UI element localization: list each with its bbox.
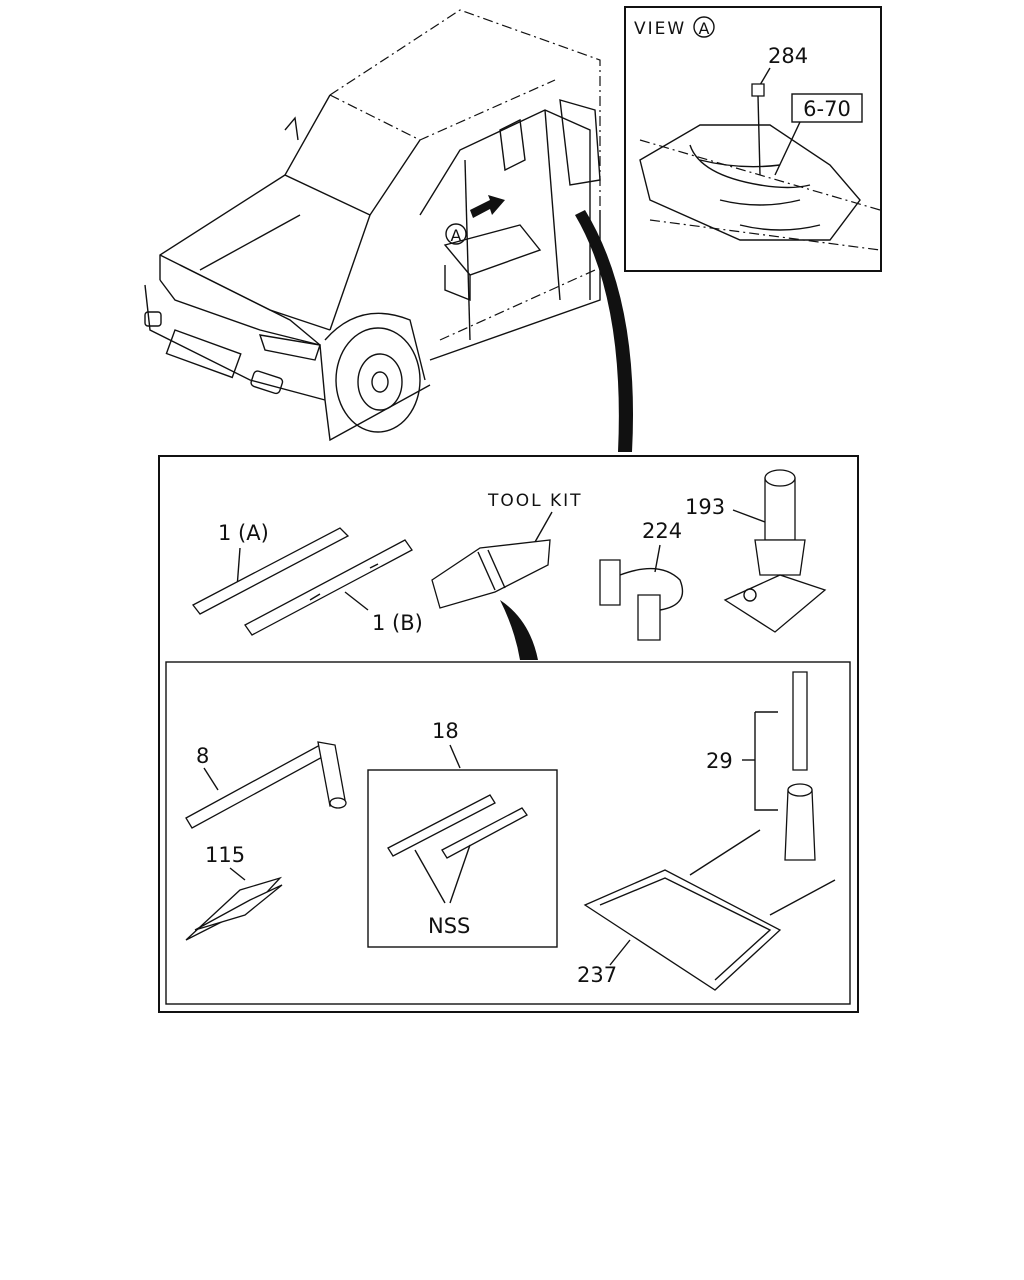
inner-box <box>165 661 851 1005</box>
part-8-label: 8 <box>196 744 209 768</box>
inner-callout-swoosh <box>500 600 538 660</box>
nss-label: NSS <box>428 914 470 938</box>
ref-label: 6-70 <box>803 97 851 121</box>
ref-box <box>791 93 863 123</box>
part-29-label: 29 <box>706 749 733 773</box>
part-115-label: 115 <box>205 843 245 867</box>
part-224-label: 224 <box>642 519 682 543</box>
spanner-set-box <box>367 769 558 948</box>
part-1a-label: 1 (A) <box>218 521 269 545</box>
spanner-1-icon <box>387 794 496 857</box>
screwdriver-bit-icon <box>792 671 808 771</box>
view-marker-circle <box>445 223 467 245</box>
screwdriver-handle-icon <box>784 789 816 861</box>
tool-pouch-icon <box>583 869 782 991</box>
tool-kit-box: TOOL KIT 1 (A) 1 (B) 224 193 8 <box>158 455 859 1013</box>
tool-kit-label: TOOL KIT <box>487 491 583 511</box>
view-marker: A <box>699 19 710 38</box>
part-18-label: 18 <box>432 719 459 743</box>
part-193-label: 193 <box>685 495 725 519</box>
bolt-icon <box>751 83 765 97</box>
vehicle-illustration: A <box>144 9 634 452</box>
vehicle-marker-label: A <box>451 226 462 245</box>
jack-icon <box>764 477 796 541</box>
view-title: VIEW <box>634 19 686 39</box>
extension-bar-a-icon <box>192 527 350 615</box>
part-237-label: 237 <box>577 963 617 987</box>
strap-icon <box>599 559 621 606</box>
view-a-box: VIEW A 284 6-70 <box>624 6 882 272</box>
spanner-2-icon <box>441 807 528 859</box>
tool-bag-icon <box>431 539 551 609</box>
part-1b-label: 1 (B) <box>372 611 423 635</box>
extension-bar-b-icon <box>244 539 413 636</box>
part-284-label: 284 <box>768 44 808 68</box>
direction-arrow-icon <box>470 195 505 218</box>
callout-swoosh <box>575 210 634 452</box>
